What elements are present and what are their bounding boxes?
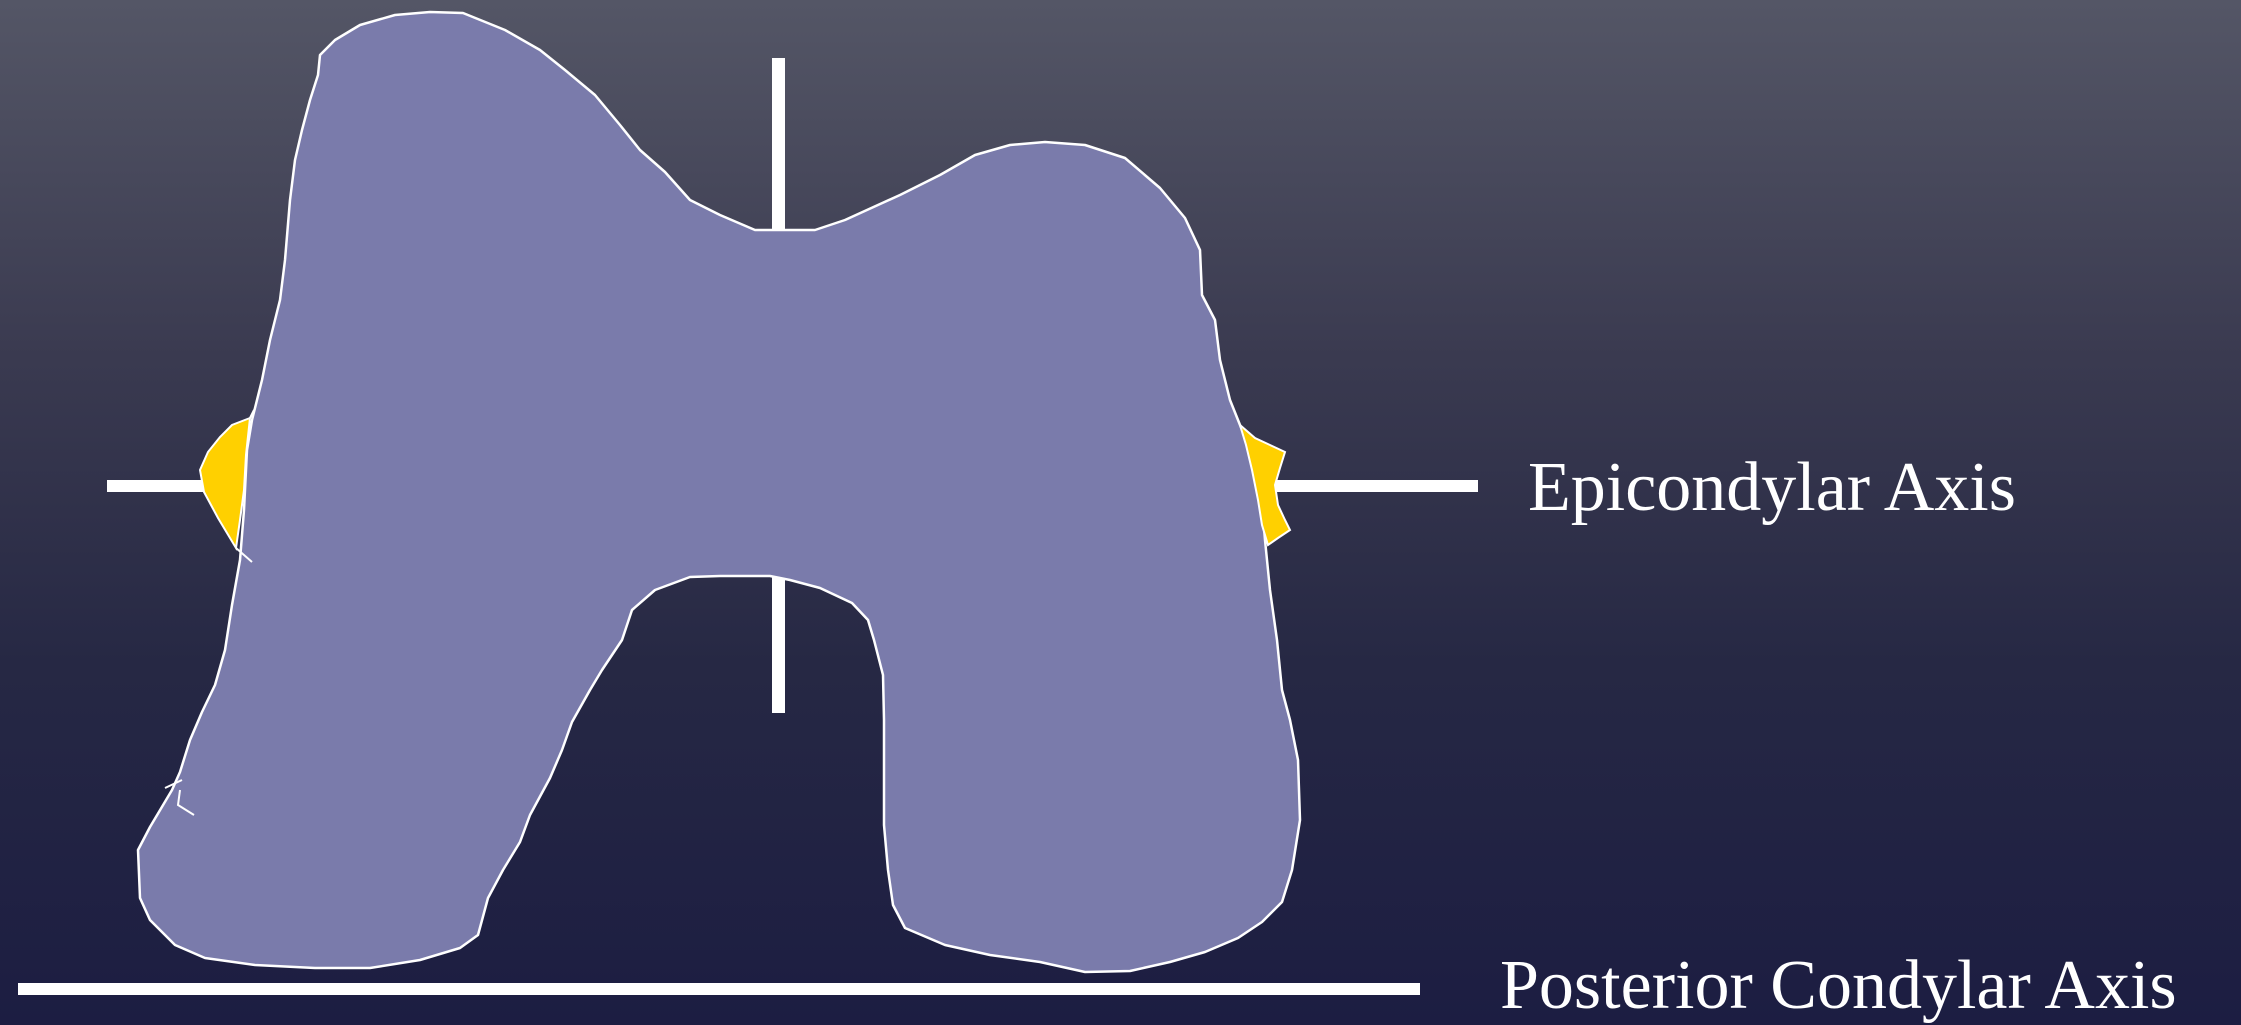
epicondylar-axis-line-right — [1265, 480, 1478, 492]
posterior-condylar-axis-label: Posterior Condylar Axis — [1500, 951, 2177, 1021]
epicondylar-axis-label: Epicondylar Axis — [1528, 453, 2016, 523]
posterior-condylar-axis-line — [18, 983, 1420, 995]
femur-outline — [138, 12, 1300, 972]
